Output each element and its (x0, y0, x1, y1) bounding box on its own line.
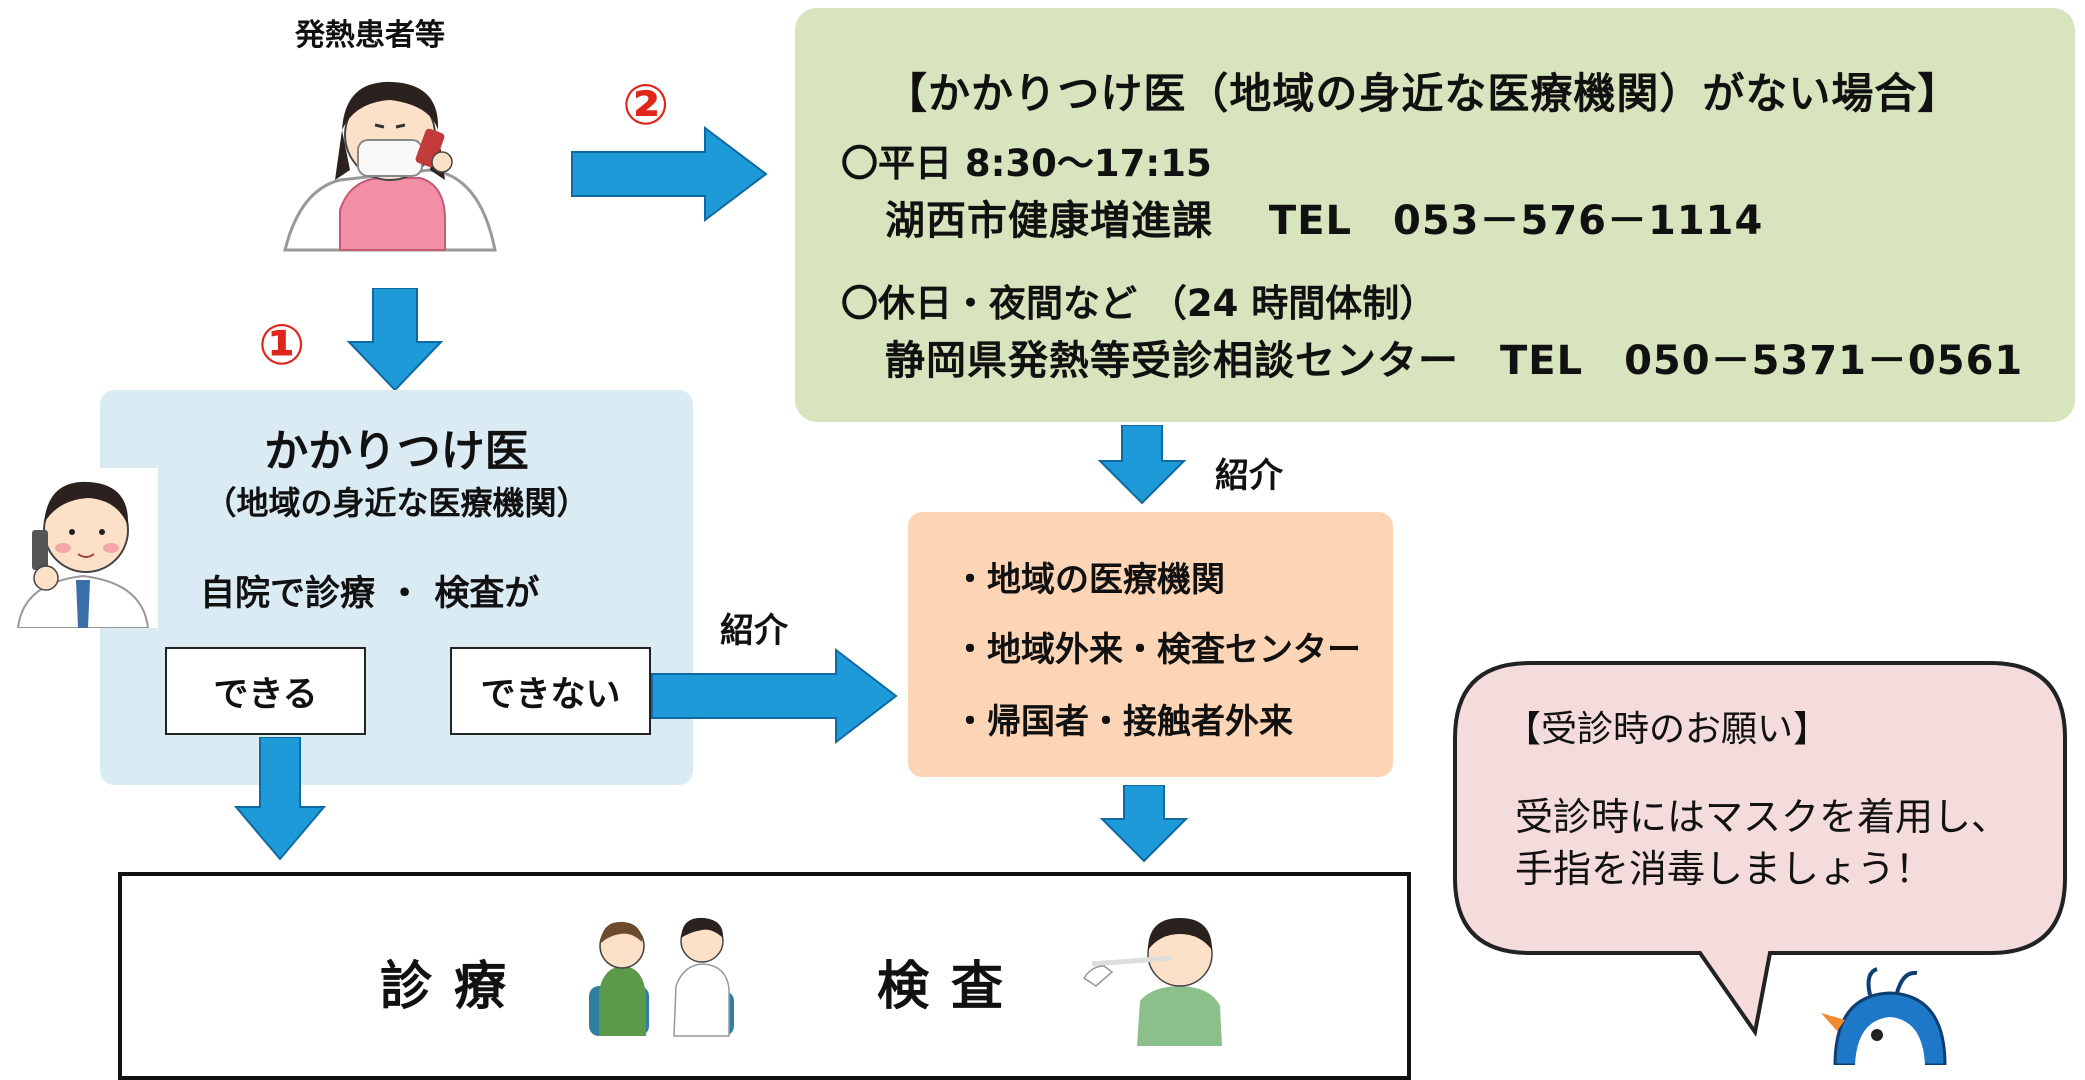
step-number-one: ① (258, 313, 306, 378)
facility-item: ・地域外来・検査センター (953, 630, 1361, 670)
treatment-exam-box: 診療 検査 (118, 872, 1411, 1080)
no-family-doctor-title: 【かかりつけ医（地域の身近な医療機関）がない場合】 (885, 69, 1961, 118)
holiday-contact: 静岡県発熱等受診相談センター TEL 050－5371－0561 (885, 338, 2024, 384)
holiday-hours-label: 〇休日・夜間など （24 時間体制） (841, 282, 1437, 325)
facility-item: ・地域の医療機関 (953, 560, 1225, 600)
arrow-right-to-facilities (650, 648, 900, 744)
arrow-right-to-no-doctor-box (570, 126, 770, 222)
consultation-illustration (584, 906, 744, 1050)
request-text-line: 手指を消毒しましょう！ (1515, 847, 1934, 891)
referral-label: 紹介 (1215, 456, 1283, 496)
no-family-doctor-box: 【かかりつけ医（地域の身近な医療機関）がない場合】 〇平日 8:30〜17:15… (795, 8, 2075, 422)
patient-caption: 発熱患者等 (295, 18, 445, 53)
mascot-character (1815, 965, 1965, 1069)
family-doctor-box: かかりつけ医 （地域の身近な医療機関） 自院で診療 ・ 検査が できる できない (100, 390, 693, 785)
request-speech-bubble (1450, 660, 2070, 1064)
step-number-two: ② (622, 73, 670, 138)
referral-facilities-box: ・地域の医療機関 ・地域外来・検査センター ・帰国者・接触者外来 (908, 512, 1393, 777)
request-text-line: 受診時にはマスクを着用し、 (1515, 795, 2010, 839)
facility-item: ・帰国者・接触者外来 (953, 702, 1293, 742)
request-title: 【受診時のお願い】 (1505, 709, 1830, 750)
can-option-box: できる (165, 647, 366, 735)
exam-label: 検査 (877, 957, 1026, 1017)
family-doctor-subtitle: （地域の身近な医療機関） (204, 484, 589, 522)
family-doctor-question: 自院で診療 ・ 検査が (200, 574, 540, 614)
family-doctor-title: かかりつけ医 (264, 426, 529, 477)
doctor-on-phone-illustration (8, 468, 158, 632)
arrow-down-to-facilities (1096, 425, 1188, 505)
treatment-label: 診療 (380, 957, 529, 1017)
referral-label: 紹介 (720, 611, 788, 651)
arrow-down-to-result (234, 737, 326, 861)
arrow-down-to-family-doctor (345, 288, 445, 392)
arrow-down-to-result (1098, 785, 1190, 865)
cannot-option-box: できない (450, 647, 651, 735)
nasal-swab-illustration (1082, 906, 1242, 1050)
feverish-patient-illustration (280, 70, 510, 264)
weekday-hours-label: 〇平日 8:30〜17:15 (841, 142, 1212, 185)
weekday-contact: 湖西市健康増進課 TEL 053－576－1114 (885, 198, 1764, 244)
